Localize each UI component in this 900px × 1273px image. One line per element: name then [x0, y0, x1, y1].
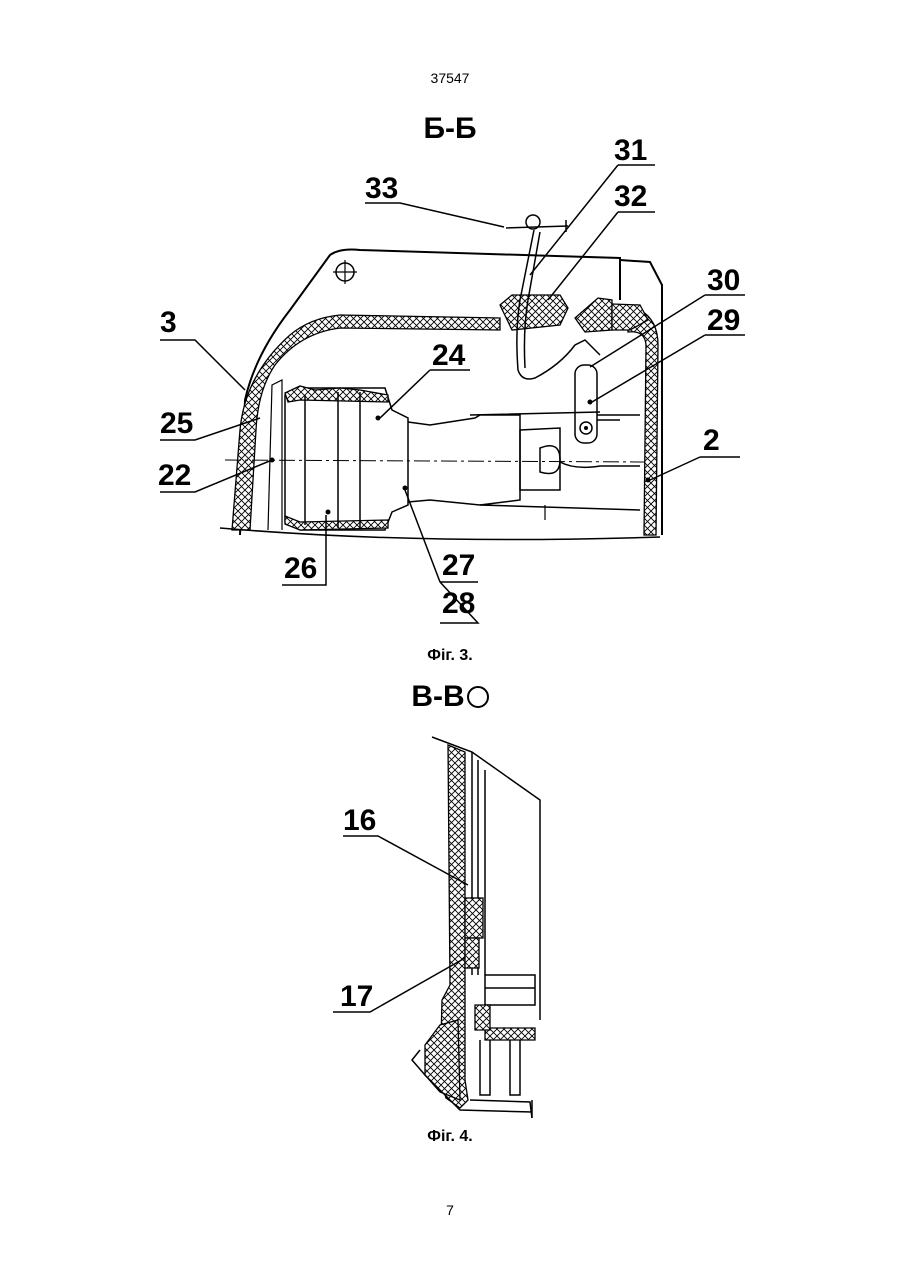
label-16: 16	[343, 804, 376, 837]
label-32: 32	[614, 180, 647, 213]
label-24: 24	[432, 339, 466, 372]
label-29: 29	[707, 304, 740, 337]
center-axis	[225, 460, 645, 462]
figure4-caption: Фіг. 4.	[0, 1128, 900, 1146]
circle-mark-icon	[467, 686, 489, 708]
figure4-title-text: В-В	[411, 680, 464, 713]
label-3: 3	[160, 306, 177, 339]
seal-block	[500, 295, 568, 330]
label-31: 31	[614, 134, 647, 167]
label-30: 30	[707, 264, 740, 297]
figure4-drawing: 16 17	[0, 730, 900, 1130]
label-22: 22	[158, 459, 191, 492]
label-26: 26	[284, 552, 317, 585]
page-number: 7	[0, 1202, 900, 1218]
figure3-caption: Фіг. 3.	[0, 647, 900, 665]
figure4-section-title: В-В	[0, 680, 900, 714]
shaft	[408, 415, 520, 505]
document-number: 37547	[0, 70, 900, 86]
label-2: 2	[703, 424, 720, 457]
label-25: 25	[160, 407, 193, 440]
lever	[575, 365, 597, 443]
label-33: 33	[365, 172, 398, 205]
figure3-drawing: 33 31 32 30 29 3 24 25 22 2 26 27 28	[0, 130, 900, 650]
label-17: 17	[340, 980, 373, 1013]
label-27: 27	[442, 549, 475, 582]
threaded-insert	[465, 898, 483, 938]
label-28: 28	[442, 587, 475, 620]
